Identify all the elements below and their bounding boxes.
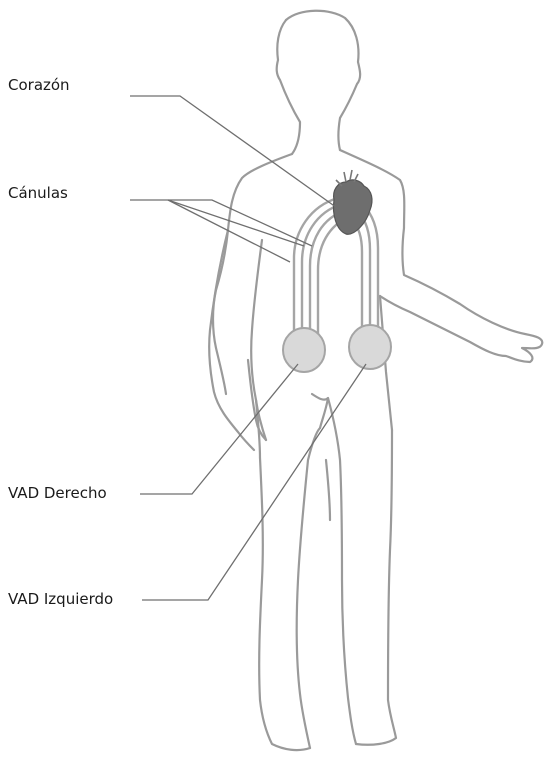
leader-left-vad <box>142 364 366 600</box>
right-vad-pump <box>283 328 325 372</box>
leader-right-vad <box>140 364 298 494</box>
leader-lines <box>130 96 366 600</box>
right-vad-label: VAD Derecho <box>8 484 107 502</box>
cannulas-label: Cánulas <box>8 184 68 202</box>
heart-label: Corazón <box>8 76 70 94</box>
left-vad-pump <box>349 325 391 369</box>
leader-cannulas-3 <box>168 200 290 262</box>
body-outline <box>209 11 542 750</box>
leader-cannulas <box>130 200 304 246</box>
left-vad-label: VAD Izquierdo <box>8 590 113 608</box>
